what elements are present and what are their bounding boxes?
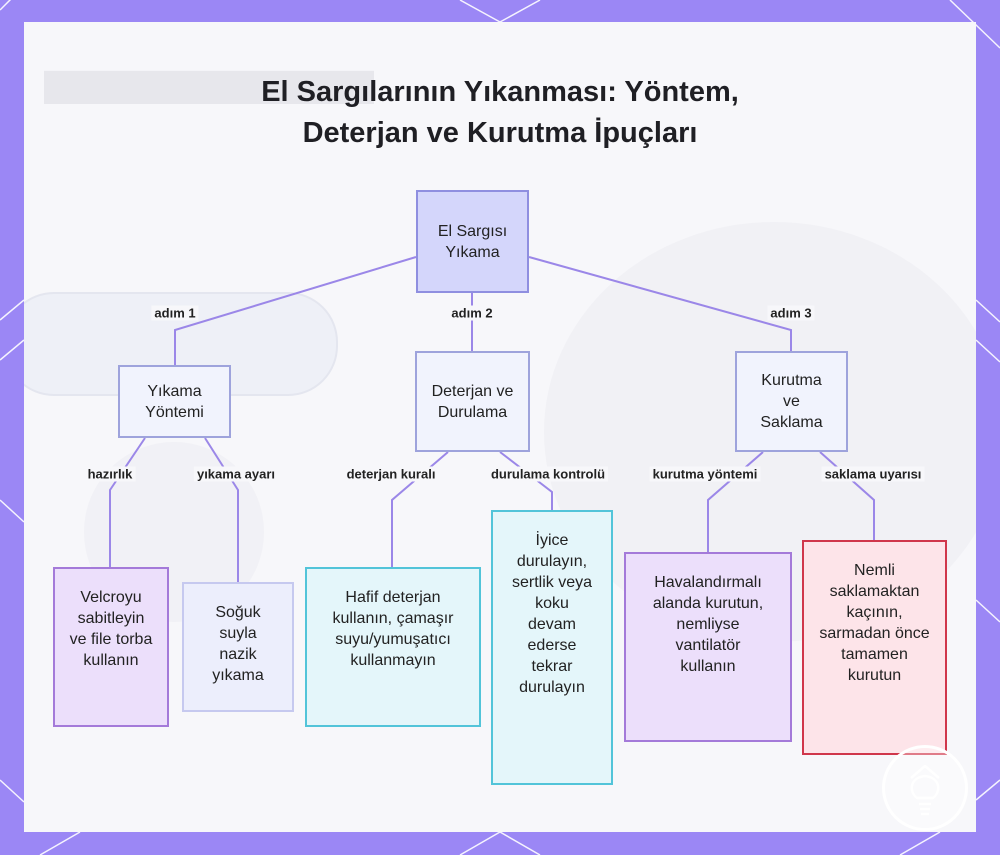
edge-wash-cold [205,438,238,582]
edge-label-step1: adım 1 [151,306,198,321]
node-velcro: Velcroyu sabitleyin ve file torba kullan… [53,567,169,727]
node-avoid-damp-label: Nemli saklamaktan kaçının, sarmadan önce… [818,560,931,686]
node-rinse-well: İyice durulayın, sertlik veya koku devam… [491,510,613,785]
edge-label-dry-method: kurutma yöntemi [650,467,761,482]
node-velcro-label: Velcroyu sabitleyin ve file torba kullan… [69,587,153,671]
edge-label-step3: adım 3 [767,306,814,321]
node-cold-water: Soğuk suyla nazik yıkama [182,582,294,712]
node-mild-detergent: Hafif deterjan kullanın, çamaşır suyu/yu… [305,567,481,727]
node-ventilated: Havalandırmalı alanda kurutun, nemliyse … [624,552,792,742]
node-detergent-rinse-label: Deterjan ve Durulama [431,381,514,423]
edge-label-step2: adım 2 [448,306,495,321]
node-dry-store-label: Kurutma ve Saklama [751,370,832,433]
edge-label-wash-setting: yıkama ayarı [194,467,278,482]
node-wash-method: Yıkama Yöntemi [118,365,231,438]
edge-wash-velcro [110,438,145,567]
node-rinse-well-label: İyice durulayın, sertlik veya koku devam… [509,530,595,698]
edge-dry-damp [820,452,874,540]
node-root: El Sargısı Yıkama [416,190,529,293]
edge-label-rinse-check: durulama kontrolü [488,467,608,482]
node-avoid-damp: Nemli saklamaktan kaçının, sarmadan önce… [802,540,947,755]
node-ventilated-label: Havalandırmalı alanda kurutun, nemliyse … [646,572,770,677]
edge-label-prep: hazırlık [85,467,136,482]
node-dry-store: Kurutma ve Saklama [735,351,848,452]
edge-root-dry [529,257,791,351]
lightbulb-brain-badge-icon [882,745,968,831]
edge-label-detergent-rule: deterjan kuralı [344,467,439,482]
node-root-label: El Sargısı Yıkama [426,221,519,263]
node-detergent-rinse: Deterjan ve Durulama [415,351,530,452]
edge-label-storage-warning: saklama uyarısı [822,467,925,482]
node-wash-method-label: Yıkama Yöntemi [128,381,221,423]
edge-root-wash [175,257,416,365]
node-cold-water-label: Soğuk suyla nazik yıkama [204,602,272,686]
node-mild-detergent-label: Hafif deterjan kullanın, çamaşır suyu/yu… [319,587,467,671]
